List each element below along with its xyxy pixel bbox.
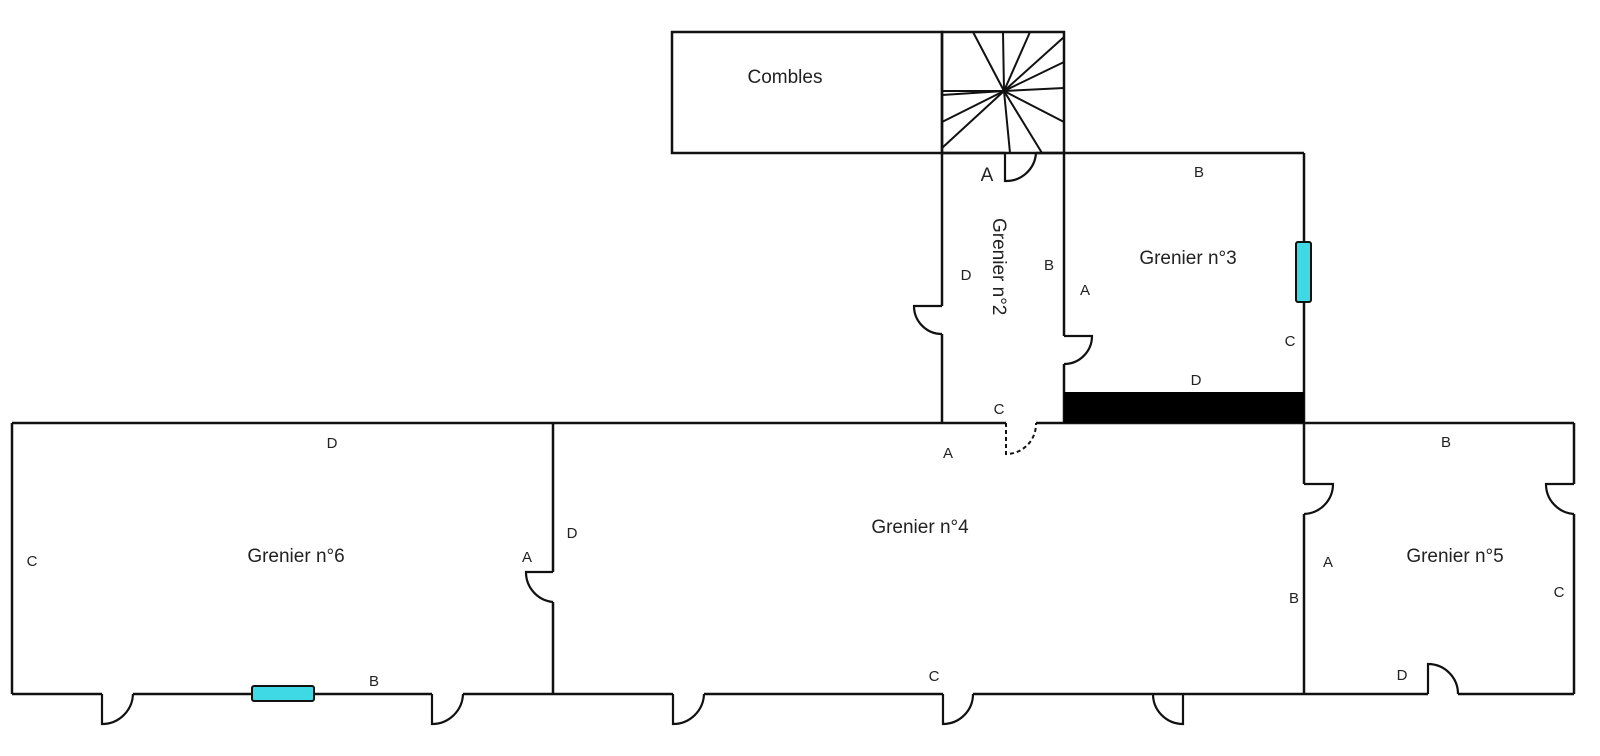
walls	[10, 30, 1576, 696]
door-icon-grenier5-right	[1544, 482, 1575, 516]
door-icon-bottom-1	[100, 693, 135, 726]
door-icon-bottom-5	[1151, 693, 1185, 726]
door-icon-grenier2-top	[1003, 152, 1038, 183]
wall-letter-grenier6-c: C	[27, 553, 38, 570]
room-labels: Combles Grenier n°2 Grenier n°3 Grenier …	[247, 67, 1503, 567]
door-icon-bottom-4	[941, 693, 975, 726]
door-icon-grenier3-left	[1063, 334, 1094, 366]
door-icon-bottom-2	[430, 693, 465, 726]
wall-letter-grenier3-b: B	[1194, 164, 1204, 181]
wall-letter-grenier5-c: C	[1554, 584, 1565, 601]
door-icon-grenier6-right	[524, 570, 554, 604]
wall-letter-grenier4-c: C	[929, 668, 940, 685]
wall-letter-grenier4-b: B	[1289, 590, 1299, 607]
wall-letter-grenier5-d: D	[1397, 667, 1408, 684]
door-icon-grenier5-left	[1303, 482, 1335, 516]
windows	[251, 241, 1312, 702]
combles-outline	[670, 30, 944, 155]
wall-letter-grenier4-d: D	[567, 525, 578, 542]
wall-letter-grenier3-a: A	[1080, 282, 1090, 299]
wall-letter-grenier6-d: D	[327, 435, 338, 452]
wall-letter-grenier2-a: A	[981, 165, 994, 186]
wall-letter-grenier6-a: A	[522, 549, 532, 566]
door-icon-grenier2-bottom	[1005, 422, 1038, 456]
wall-letter-grenier4-a: A	[943, 445, 953, 462]
doors	[100, 152, 1575, 726]
room-label-grenier2: Grenier n°2	[988, 218, 1009, 315]
door-icon-grenier2-left	[912, 304, 943, 336]
door-icon-grenier5-bottom	[1426, 662, 1460, 695]
room-label-grenier5: Grenier n°5	[1406, 546, 1503, 567]
beam-block	[1064, 392, 1304, 423]
room-label-grenier4: Grenier n°4	[871, 517, 969, 538]
spiral-staircase-icon	[941, 31, 1065, 154]
room-label-grenier3: Grenier n°3	[1139, 248, 1236, 269]
door-icon-bottom-3	[671, 693, 706, 726]
wall-letter-grenier2-d: D	[961, 267, 972, 284]
room-label-combles: Combles	[748, 67, 823, 88]
wall-letter-grenier3-d: D	[1191, 372, 1202, 389]
wall-letter-grenier5-a: A	[1323, 554, 1333, 571]
wall-letters: A B C D A B C D A B C D A B C D A B C D	[27, 164, 1565, 690]
wall-letter-grenier2-b: B	[1044, 257, 1054, 274]
wall-letter-grenier6-b: B	[369, 673, 379, 690]
window-icon-grenier6	[251, 685, 315, 702]
window-icon-grenier3	[1295, 241, 1312, 303]
wall-letter-grenier3-c: C	[1285, 333, 1296, 350]
wall-letter-grenier2-c: C	[994, 401, 1005, 418]
room-label-grenier6: Grenier n°6	[247, 546, 344, 567]
wall-letter-grenier5-b: B	[1441, 434, 1451, 451]
